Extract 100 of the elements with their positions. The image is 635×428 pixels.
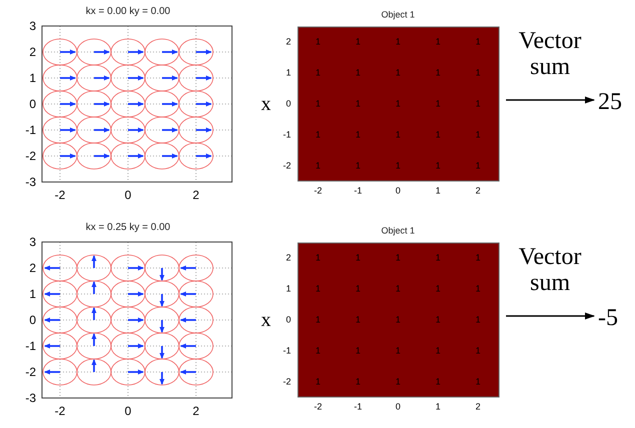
tick-label: 0 [286, 316, 291, 324]
cell-value: 1 [396, 377, 400, 386]
cell-value: 1 [436, 68, 440, 78]
plot-title: kx = 0.25 ky = 0.00 [86, 223, 170, 233]
cell-value: 1 [436, 254, 440, 263]
cell-value: 1 [396, 130, 400, 140]
tick-label: 0 [29, 314, 36, 326]
edge-label: Vector sum [518, 28, 582, 81]
cell-value: 1 [356, 130, 360, 140]
cell-value: 1 [356, 68, 360, 78]
tick-label: 0 [29, 98, 36, 110]
cell-value: 1 [316, 377, 320, 386]
cell-value: 1 [476, 377, 480, 386]
cell-value: 1 [316, 161, 320, 170]
tick-label: -2 [54, 405, 66, 417]
cell-value: 1 [396, 254, 400, 263]
cell-value: 1 [476, 346, 480, 356]
cell-value: 1 [356, 161, 360, 170]
cell-value: 1 [436, 316, 440, 324]
tick-label: 0 [124, 405, 132, 417]
result-value: 25 [598, 90, 622, 114]
tick-label: 3 [29, 236, 36, 248]
cell-value: 1 [316, 130, 320, 140]
edge-label: Vector sum [518, 244, 582, 297]
tick-label: -2 [25, 150, 36, 162]
tick-label: -1 [282, 346, 291, 356]
multiply-sign: x [261, 310, 271, 330]
tick-label: 2 [476, 186, 480, 196]
tick-label: 1 [436, 186, 440, 196]
tick-label: -1 [354, 402, 362, 412]
cell-value: 1 [396, 346, 400, 356]
cell-value: 1 [476, 161, 480, 170]
tick-label: 0 [124, 189, 132, 201]
plot-title: kx = 0.00 ky = 0.00 [86, 7, 170, 17]
arrow [506, 312, 595, 320]
cell-value: 1 [396, 38, 400, 47]
tick-label: -1 [25, 124, 36, 136]
result-value: -5 [598, 306, 618, 330]
cell-value: 1 [476, 68, 480, 78]
cell-value: 1 [356, 316, 360, 324]
cell-value: 1 [356, 346, 360, 356]
cell-value: 1 [436, 100, 440, 108]
arrow [506, 96, 595, 104]
cell-value: 1 [356, 38, 360, 47]
cell-value: 1 [476, 130, 480, 140]
tick-label: 1 [436, 402, 440, 412]
cell-value: 1 [316, 100, 320, 108]
cell-value: 1 [316, 284, 320, 294]
tick-label: -3 [25, 176, 36, 188]
cell-value: 1 [396, 68, 400, 78]
tick-label: 2 [286, 38, 291, 47]
cell-value: 1 [316, 68, 320, 78]
cell-value: 1 [316, 254, 320, 263]
cell-value: 1 [396, 161, 400, 170]
tick-label: 0 [396, 402, 400, 412]
tick-label: 0 [286, 100, 291, 108]
cell-value: 1 [436, 161, 440, 170]
cell-value: 1 [476, 38, 480, 47]
tick-label: 1 [29, 288, 36, 300]
plot-title: Object 1 [381, 10, 415, 20]
tick-label: 0 [396, 186, 400, 196]
tick-label: 1 [286, 284, 291, 294]
cell-value: 1 [436, 130, 440, 140]
tick-label: 2 [29, 262, 36, 274]
cell-value: 1 [356, 284, 360, 294]
cell-value: 1 [316, 316, 320, 324]
cell-value: 1 [316, 346, 320, 356]
tick-label: 2 [286, 254, 291, 263]
tick-label: 2 [192, 189, 200, 201]
multiply-sign: x [261, 94, 271, 114]
tick-label: -1 [25, 340, 36, 352]
tick-label: -2 [314, 402, 322, 412]
cell-value: 1 [396, 284, 400, 294]
tick-label: 2 [29, 46, 36, 58]
tick-label: -2 [282, 377, 291, 386]
cell-value: 1 [436, 346, 440, 356]
cell-value: 1 [356, 377, 360, 386]
tick-label: 2 [476, 402, 480, 412]
tick-label: 1 [29, 72, 36, 84]
cell-value: 1 [436, 284, 440, 294]
cell-value: 1 [356, 100, 360, 108]
tick-label: -2 [314, 186, 322, 196]
tick-label: -1 [282, 130, 291, 140]
tick-label: 1 [286, 68, 291, 78]
tick-label: -1 [354, 186, 362, 196]
cell-value: 1 [396, 100, 400, 108]
tick-label: 2 [192, 405, 200, 417]
tick-label: -3 [25, 392, 36, 404]
cell-value: 1 [476, 100, 480, 108]
cell-value: 1 [436, 38, 440, 47]
tick-label: -2 [282, 161, 291, 170]
cell-value: 1 [356, 254, 360, 263]
cell-value: 1 [316, 38, 320, 47]
tick-label: 3 [29, 20, 36, 32]
tick-label: -2 [54, 189, 66, 201]
tick-label: -2 [25, 366, 36, 378]
cell-value: 1 [476, 254, 480, 263]
plot-title: Object 1 [381, 226, 415, 236]
cell-value: 1 [396, 316, 400, 324]
cell-value: 1 [476, 284, 480, 294]
